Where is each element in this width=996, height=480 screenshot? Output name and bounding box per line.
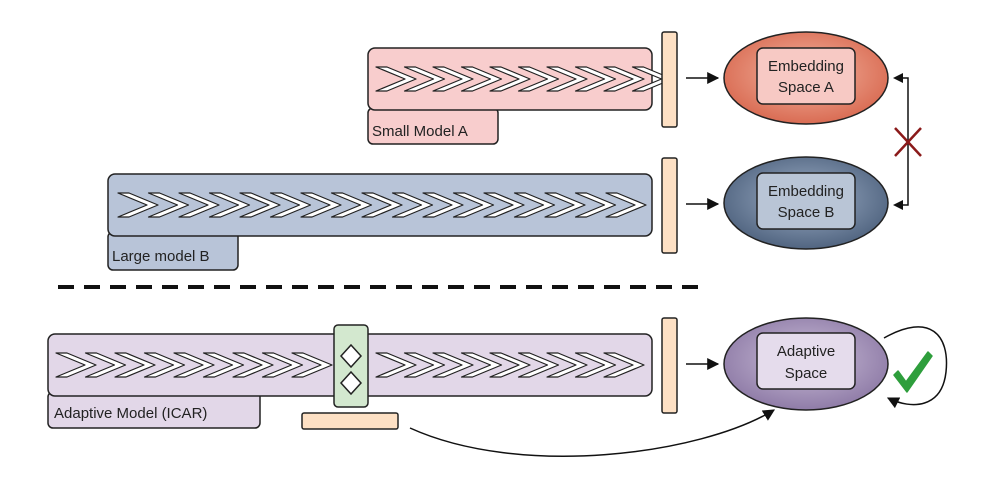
small-model-body [367, 47, 653, 111]
connector-arrowhead-bottom [893, 200, 903, 210]
small-model-head-bar [661, 31, 678, 128]
embedding-space-a: Embedding Space A [723, 31, 889, 125]
adaptive-model-chevron-icon [574, 352, 617, 378]
adaptive-space-line2: Space [785, 365, 828, 382]
loop-path [883, 326, 948, 409]
embedding-space-b: Embedding Space B [723, 156, 889, 250]
small-model-chevron-icon [574, 66, 617, 92]
small-model-chevron-icon [375, 66, 417, 92]
small-model-chevron-icon [432, 66, 474, 92]
adaptive-model-chevron-icon [55, 352, 97, 378]
compatibility-loop [883, 326, 948, 409]
large-model-body [107, 173, 653, 237]
large-model-chevron-icon [361, 192, 403, 218]
adaptive-model-chevron-icon [291, 352, 333, 378]
large-model-chevron-icon [117, 192, 159, 218]
large-model-b: Large model B [107, 173, 653, 271]
adaptive-model-chevron-icon [375, 352, 417, 378]
adaptive-model-label: Adaptive Model (ICAR) [54, 405, 207, 422]
cross-icon [894, 127, 922, 157]
connector-arrowhead-top [893, 73, 903, 83]
large-model-chevron-icon [208, 192, 251, 218]
adaptive-model-chevron-icon [84, 352, 127, 378]
large-model-chevron-icon [147, 192, 190, 218]
adaptive-model-chevron-icon [460, 352, 503, 378]
large-model-chevron-icon [574, 192, 617, 218]
adaptive-model-chevron-icon [489, 352, 531, 378]
large-model-chevron-icon [544, 192, 586, 218]
router-to-space-arrow [409, 409, 776, 457]
large-model-chevron-icon [330, 192, 373, 218]
small-model-chevron-icon [460, 66, 503, 92]
large-model-chevron-icon [269, 192, 312, 218]
adaptive-model-chevron-icon [546, 352, 588, 378]
space-a-line1: Embedding [768, 58, 844, 75]
adaptive-model-chevron-icon [403, 352, 446, 378]
adaptive-model-chevron-icon [143, 352, 186, 378]
router-output-bar [301, 412, 399, 430]
adaptive-model-chevron-icon [232, 352, 274, 378]
small-model-chevrons [375, 66, 674, 92]
space-b-line1: Embedding [768, 183, 844, 200]
adaptive-model-chevron-icon [603, 352, 645, 378]
space-b-line2: Space B [778, 204, 835, 221]
large-model-chevron-icon [452, 192, 495, 218]
large-model-chevron-icon [300, 192, 342, 218]
small-model-chevron-icon [489, 66, 531, 92]
adaptive-model-chevron-icon [261, 352, 304, 378]
adaptive-model-chevron-icon [432, 352, 474, 378]
space-a-line2: Space A [778, 79, 834, 96]
large-model-chevron-icon [605, 192, 647, 218]
adaptive-model-chevron-icon [173, 352, 215, 378]
small-model-a: Small Model A [367, 47, 674, 145]
adaptive-space: Adaptive Space [723, 317, 889, 411]
large-model-chevron-icon [422, 192, 464, 218]
large-model-chevron-icon [178, 192, 220, 218]
small-model-label: Small Model A [372, 123, 468, 140]
adaptive-model-chevron-icon [202, 352, 245, 378]
space-a-label-box [756, 47, 856, 105]
adaptive-space-line1: Adaptive [777, 343, 835, 360]
incompatibility-connector [893, 73, 922, 210]
adaptive-model-chevrons-left [55, 352, 333, 378]
space-b-label-box [756, 172, 856, 230]
large-model-chevrons [117, 192, 647, 218]
small-model-chevron-icon [546, 66, 588, 92]
small-model-chevron-icon [603, 66, 645, 92]
check-icon [893, 351, 933, 393]
large-model-chevron-icon [239, 192, 281, 218]
diamond-icon-bottom [339, 370, 363, 396]
large-model-chevron-icon [483, 192, 525, 218]
diamond-icon-top [339, 343, 363, 369]
adaptive-model-chevron-icon [114, 352, 156, 378]
adaptive-model-head-bar [661, 317, 678, 414]
adaptive-model-chevron-icon [517, 352, 560, 378]
large-model-chevron-icon [391, 192, 434, 218]
large-model-chevron-icon [513, 192, 556, 218]
small-model-chevron-icon [403, 66, 446, 92]
router-block [333, 324, 369, 408]
adaptive-model-chevrons-right [375, 352, 645, 378]
large-model-label: Large model B [112, 248, 210, 265]
large-model-head-bar [661, 157, 678, 254]
adaptive-space-label-box [756, 332, 856, 390]
small-model-chevron-icon [517, 66, 560, 92]
